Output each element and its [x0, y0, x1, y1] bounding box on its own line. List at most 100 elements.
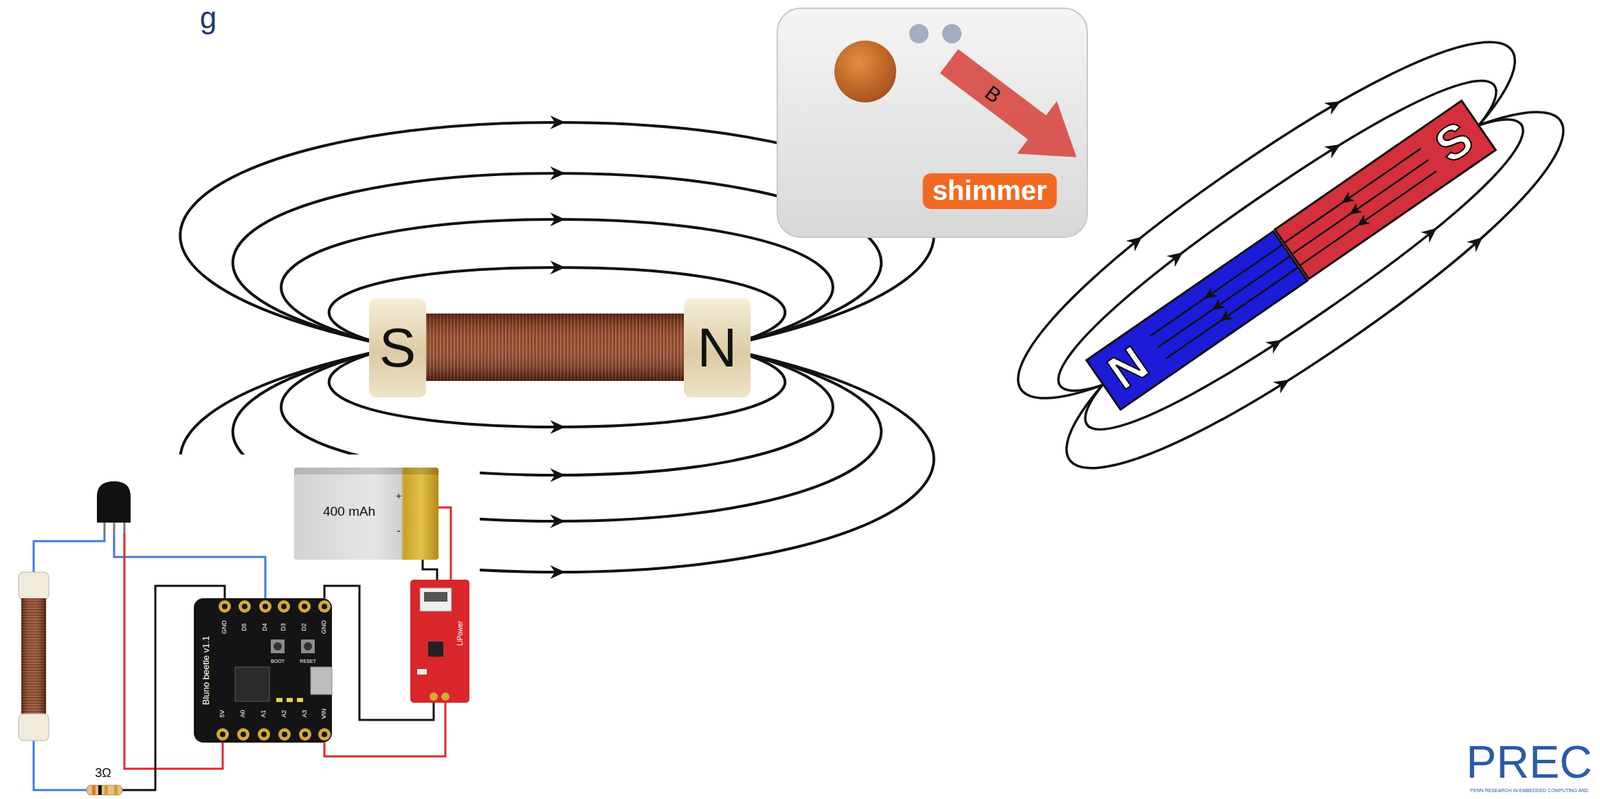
field-arrow [549, 514, 565, 528]
pin-pad [237, 727, 250, 741]
chip [235, 666, 270, 702]
pin-hole [261, 731, 267, 737]
node-label: S [1425, 111, 1482, 174]
pin-pad [441, 692, 450, 701]
pin-hole [281, 603, 287, 609]
pin-name: D2 [301, 622, 308, 631]
coil-cap [18, 713, 49, 741]
field-arrow [1466, 232, 1488, 253]
pin-name: VIN [320, 707, 328, 719]
button-cap [303, 641, 313, 651]
field-line [1158, 256, 1290, 348]
pin-hole [281, 731, 288, 737]
transistor-leg [113, 520, 116, 534]
field-arrow [1323, 138, 1345, 159]
pin-pad [298, 600, 311, 613]
resistor-band [104, 784, 108, 795]
field-arrow [1272, 373, 1293, 394]
logo-text: PREC [1465, 736, 1592, 787]
shimmer-sensor-body [777, 8, 1097, 238]
field-arrow [1208, 298, 1225, 315]
pin-name: GND [320, 619, 328, 634]
pin-hole [241, 603, 248, 609]
field-arrow [549, 115, 565, 130]
field-arrow [1420, 223, 1442, 244]
field-arrow [1200, 287, 1218, 304]
transistor-leg [103, 520, 106, 534]
coil-shading [422, 313, 687, 381]
pin-pad [298, 727, 312, 741]
node-label: LiPower [456, 620, 464, 646]
status-led [909, 24, 929, 44]
pin-name: GND [221, 619, 229, 634]
field-arrow [549, 212, 565, 227]
field-line [1300, 171, 1437, 265]
heading-fragment: g [200, 1, 217, 35]
transistor-leg [123, 520, 126, 534]
pin-pad [216, 727, 229, 741]
node-label: S [379, 317, 416, 379]
field-line [1165, 268, 1297, 359]
field-arrow [549, 468, 565, 482]
connector-slot [424, 591, 448, 602]
pin-pad [259, 600, 272, 613]
circuit-panel [0, 454, 480, 799]
pin-pad [238, 600, 251, 613]
resistor-band [98, 784, 102, 795]
magnet-field-lines [984, 0, 1598, 514]
pin-hole [240, 731, 247, 737]
pin-hole [321, 731, 328, 737]
field-arrow [549, 564, 565, 579]
field-arrow [1338, 191, 1355, 208]
led [276, 697, 283, 702]
coil-cap [18, 571, 49, 600]
sensor-button [834, 40, 897, 103]
polarity-mark: - [396, 524, 400, 537]
resistance-value: 3Ω [94, 766, 111, 781]
node-label: shimmer [923, 173, 1058, 209]
field-arrow [549, 166, 565, 181]
pin-pad [218, 600, 231, 613]
wire [438, 507, 451, 580]
field-arrow [1265, 333, 1286, 354]
transistor-symbol [96, 481, 131, 523]
pin-pad [318, 600, 331, 613]
pin-hole [221, 603, 228, 609]
arrow-shape [929, 35, 1097, 184]
pin-name: 5V [219, 709, 227, 717]
pin-hole [262, 603, 269, 609]
component [417, 668, 427, 675]
polarity-mark: + [395, 490, 402, 502]
push-button [301, 639, 315, 653]
node-label: 400 mAh [323, 504, 376, 519]
pin-pad [278, 727, 291, 741]
solenoid-coil [422, 313, 687, 381]
resistor-symbol [86, 784, 123, 795]
usb-port [310, 666, 332, 695]
field-arrow [1216, 309, 1233, 326]
field-arrow [549, 419, 565, 434]
board-detail [193, 597, 332, 743]
pin-name: D3 [280, 622, 288, 631]
pin-hole [302, 731, 308, 737]
field-line [1073, 105, 1546, 459]
field-arrow [1166, 247, 1187, 268]
field-vector-arrow [929, 35, 1097, 184]
led [286, 697, 293, 702]
pin-pad [318, 727, 331, 741]
pin-name: A2 [281, 709, 288, 717]
field-line [1149, 245, 1282, 337]
chip [428, 641, 444, 657]
pin-pad [429, 692, 438, 701]
wire [422, 559, 438, 580]
coil-shading [21, 597, 47, 715]
battery: 400 mAh [294, 467, 439, 560]
pin-name: D5 [241, 622, 249, 631]
button-name: BOOT [270, 658, 285, 664]
resistor-band [114, 784, 118, 795]
field-arrow [549, 260, 565, 275]
charger-board: LiPower [410, 579, 470, 703]
node-label: Bluno beetle v1.1 [201, 635, 211, 705]
button-cap [273, 641, 282, 651]
